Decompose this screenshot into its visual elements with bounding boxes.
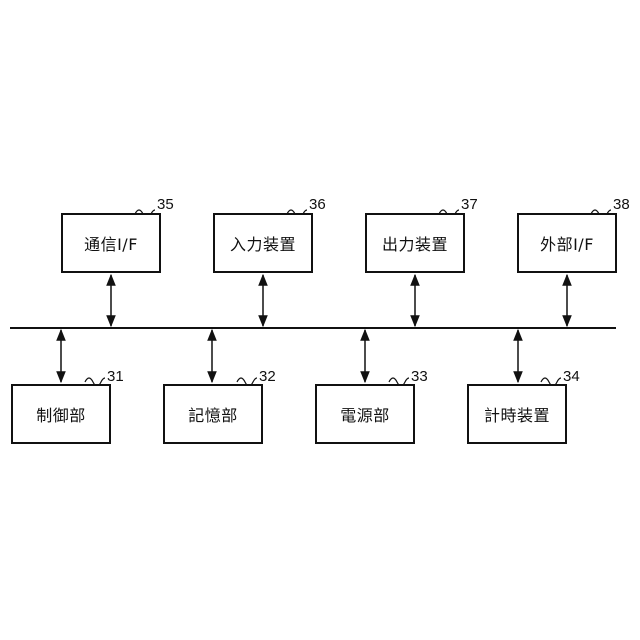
ref-32: 32 xyxy=(259,369,276,384)
comm-interface-label: 通信I/F xyxy=(84,231,138,255)
ref-31: 31 xyxy=(107,369,124,384)
input-device-box: 入力装置 xyxy=(213,213,313,273)
storage-unit-box: 記憶部 xyxy=(163,384,263,444)
output-device-box: 出力装置 xyxy=(365,213,465,273)
power-unit-label: 電源部 xyxy=(340,402,390,426)
clock-device-box: 計時装置 xyxy=(467,384,567,444)
external-interface-label: 外部I/F xyxy=(540,231,594,255)
ref-38: 38 xyxy=(613,197,630,212)
storage-unit-label: 記憶部 xyxy=(188,402,238,426)
input-device-label: 入力装置 xyxy=(230,231,296,255)
ref-34: 34 xyxy=(563,369,580,384)
comm-interface-box: 通信I/F xyxy=(61,213,161,273)
ref-36: 36 xyxy=(309,197,326,212)
clock-device-label: 計時装置 xyxy=(484,402,550,426)
output-device-label: 出力装置 xyxy=(382,231,448,255)
control-unit-box: 制御部 xyxy=(11,384,111,444)
external-interface-box: 外部I/F xyxy=(517,213,617,273)
power-unit-box: 電源部 xyxy=(315,384,415,444)
ref-35: 35 xyxy=(157,197,174,212)
ref-37: 37 xyxy=(461,197,478,212)
ref-33: 33 xyxy=(411,369,428,384)
control-unit-label: 制御部 xyxy=(36,402,86,426)
